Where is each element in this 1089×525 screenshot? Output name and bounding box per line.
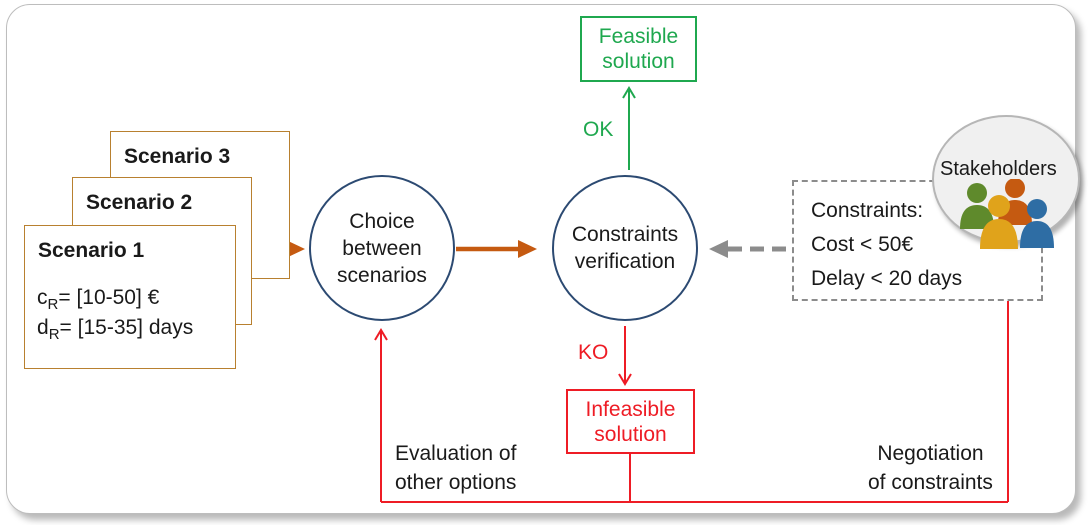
scenario-1-title: Scenario 1: [38, 239, 145, 262]
constraints-title: Constraints:: [811, 199, 924, 222]
feedback-loop: [374, 260, 1015, 503]
choice-between-scenarios-node: Choice between scenarios: [309, 175, 455, 321]
arrow-constraints-to-verification: [709, 240, 786, 258]
arrow-choice-to-verification: [456, 240, 537, 258]
ko-label: KO: [578, 341, 609, 364]
scenario-1-cost: cR= [10-50] €: [37, 286, 160, 314]
constraints-cost: Cost < 50€: [811, 233, 914, 256]
scenario-2-title: Scenario 2: [86, 191, 193, 214]
constraints-delay: Delay < 20 days: [811, 267, 963, 290]
choice-node-label: Choice between scenarios: [337, 209, 427, 287]
scenario-1-delay: dR= [15-35] days: [37, 316, 194, 344]
negotiation-label: Negotiation of constraints: [868, 442, 993, 494]
scenario-1-card: Scenario 1 cR= [10-50] € dR= [15-35] day…: [24, 225, 236, 369]
verification-node-label: Constraints verification: [571, 223, 679, 273]
infeasible-solution-box: Infeasible solution: [566, 389, 695, 454]
stakeholders-label: Stakeholders: [940, 158, 1057, 180]
constraints-verification-node: Constraints verification: [552, 175, 698, 321]
stakeholders-group: Stakeholders: [932, 115, 1080, 249]
people-icon: [960, 179, 1054, 249]
feasible-solution-box: Feasible solution: [580, 16, 697, 82]
scenario-3-title: Scenario 3: [124, 145, 231, 168]
ok-label: OK: [583, 118, 614, 141]
evaluation-label: Evaluation of other options: [395, 442, 517, 494]
